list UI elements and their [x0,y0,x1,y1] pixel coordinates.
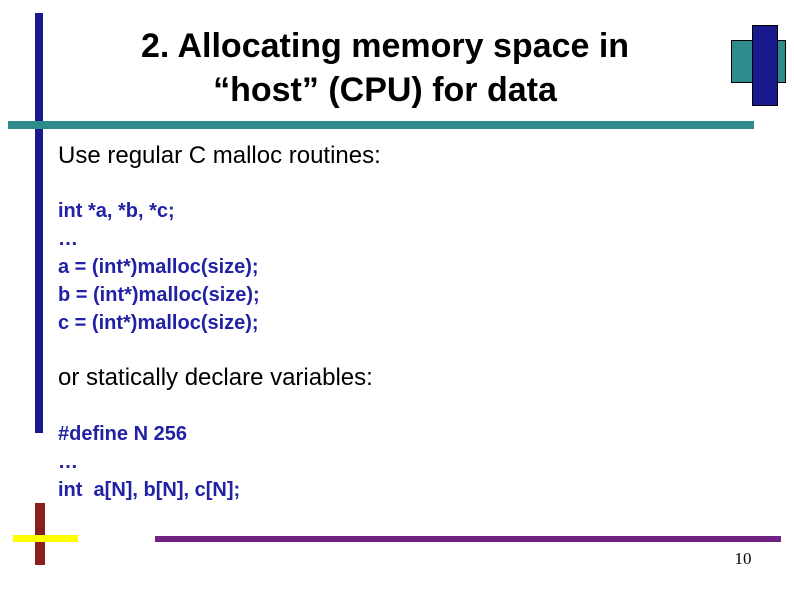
slide-title-line2: “host” (CPU) for data [213,71,557,109]
corner-navy-rect [752,25,778,106]
title-underline-rule [8,121,754,129]
code-line-ellipsis: … [58,451,78,473]
left-vertical-bar [35,13,43,433]
slide-title: 2. Allocating memory space in “host” (CPU… [60,24,710,112]
intro-text-static: or statically declare variables: [58,364,373,391]
intro-text-malloc: Use regular C malloc routines: [58,142,381,169]
code-line-malloc-a: a = (int*)malloc(size); [58,256,259,278]
code-line-malloc-c: c = (int*)malloc(size); [58,312,259,334]
code-block-static: #define N 256 … int a[N], b[N], c[N]; [58,420,240,504]
bottom-yellow-rule [13,535,78,542]
bottom-red-bar [35,503,45,565]
footer-purple-rule [155,536,781,542]
code-line-define-n: #define N 256 [58,423,187,445]
code-line-declare-arrays: int a[N], b[N], c[N]; [58,479,241,501]
code-block-malloc: int *a, *b, *c; … a = (int*)malloc(size)… [58,197,260,337]
page-number: 10 [734,549,752,568]
code-line-ellipsis: … [58,228,78,250]
code-line-declare-pointers: int *a, *b, *c; [58,200,175,222]
code-line-malloc-b: b = (int*)malloc(size); [58,284,260,306]
slide-title-line1: 2. Allocating memory space in [140,27,630,65]
